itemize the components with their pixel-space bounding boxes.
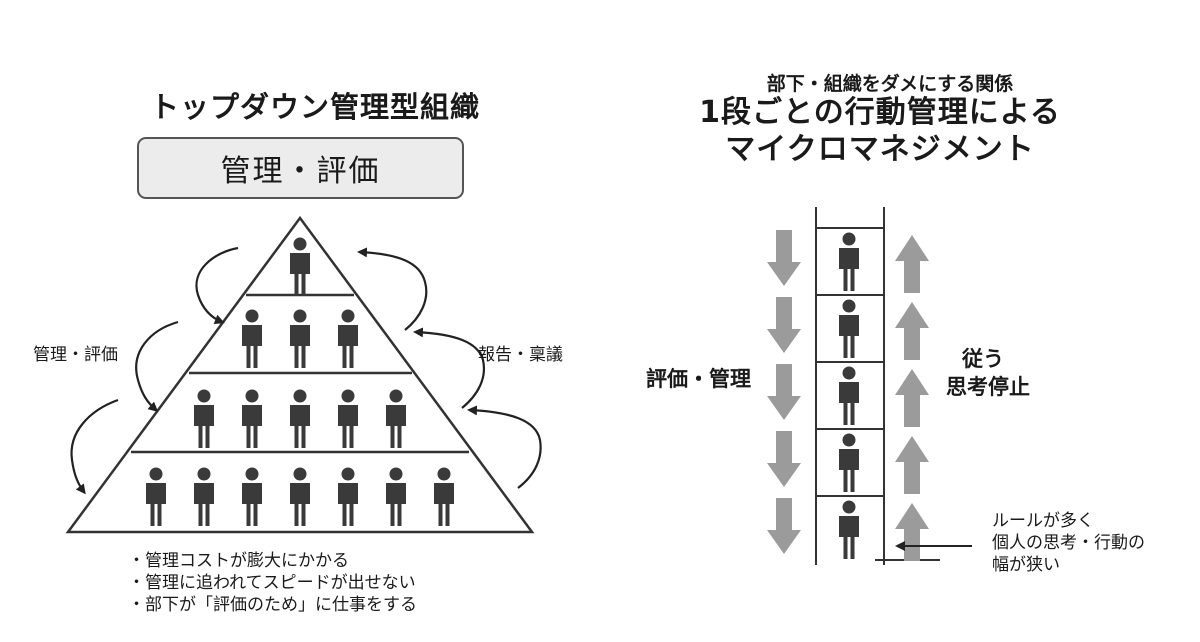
person-icon — [839, 433, 859, 492]
micromanagement-title-line2: マイクロマネジメント — [725, 132, 1035, 167]
rules-note-line: 個人の思考・行動の — [992, 533, 1145, 553]
rules-note: ルールが多く 個人の思考・行動の 幅が狭い — [992, 510, 1145, 576]
micromanagement-title-line1: 1段ごとの行動管理による — [699, 95, 1061, 130]
curved-arrow-icon — [413, 327, 486, 409]
bullet-item: ・管理コストが膨大にかかる — [128, 551, 349, 571]
person-icon — [839, 366, 859, 425]
obey-label-line1: 従う — [962, 347, 1004, 371]
arrow-down-icon — [767, 498, 801, 554]
person-icon — [839, 232, 859, 291]
curved-arrow-icon — [195, 246, 239, 325]
person-icon — [839, 500, 859, 559]
right-side-label: 報告・稟議 — [478, 345, 563, 365]
arrow-up-icon — [895, 369, 929, 427]
up-arrows — [895, 235, 929, 561]
management-evaluation-box-label: 管理・評価 — [220, 154, 381, 189]
obey-label-line2: 思考停止 — [946, 375, 1030, 399]
pyramid-outline — [65, 215, 535, 534]
curved-arrow-icon — [357, 247, 428, 331]
arrow-down-icon — [767, 431, 801, 487]
bullet-list: ・管理コストが膨大にかかる ・管理に追われてスピードが出せない ・部下が「評価の… — [128, 550, 417, 616]
rules-note-line: ルールが多く — [992, 511, 1094, 531]
down-arrows — [767, 230, 801, 554]
rules-note-line: 幅が狭い — [992, 555, 1060, 575]
management-evaluation-box: 管理・評価 — [137, 137, 464, 199]
bullet-item: ・部下が「評価のため」に仕事をする — [128, 595, 417, 615]
arrow-down-icon — [767, 297, 801, 353]
left-side-label: 管理・評価 — [33, 345, 118, 365]
curved-arrow-icon — [467, 405, 542, 489]
evaluation-management-label: 評価・管理 — [646, 367, 751, 391]
ladder-people — [839, 232, 859, 559]
arrow-up-icon — [895, 302, 929, 360]
arrow-up-icon — [895, 503, 929, 561]
arrow-down-icon — [767, 364, 801, 420]
pyramid — [65, 215, 535, 534]
arrow-up-icon — [895, 436, 929, 494]
curved-arrow-icon — [135, 320, 179, 412]
obey-label: 従う 思考停止 — [946, 345, 1030, 401]
arrow-up-icon — [895, 235, 929, 293]
pyramid-curved-arrows — [70, 246, 542, 495]
bullet-item: ・管理に追われてスピードが出せない — [128, 573, 416, 593]
arrow-down-icon — [767, 230, 801, 286]
micromanagement-title: 1段ごとの行動管理による マイクロマネジメント — [660, 94, 1100, 168]
micromanagement-subtitle: 部下・組織をダメにする関係 — [766, 73, 1014, 95]
pyramid-title: トップダウン管理型組織 — [150, 90, 481, 124]
curved-arrow-icon — [70, 398, 119, 495]
person-icon — [839, 299, 859, 358]
